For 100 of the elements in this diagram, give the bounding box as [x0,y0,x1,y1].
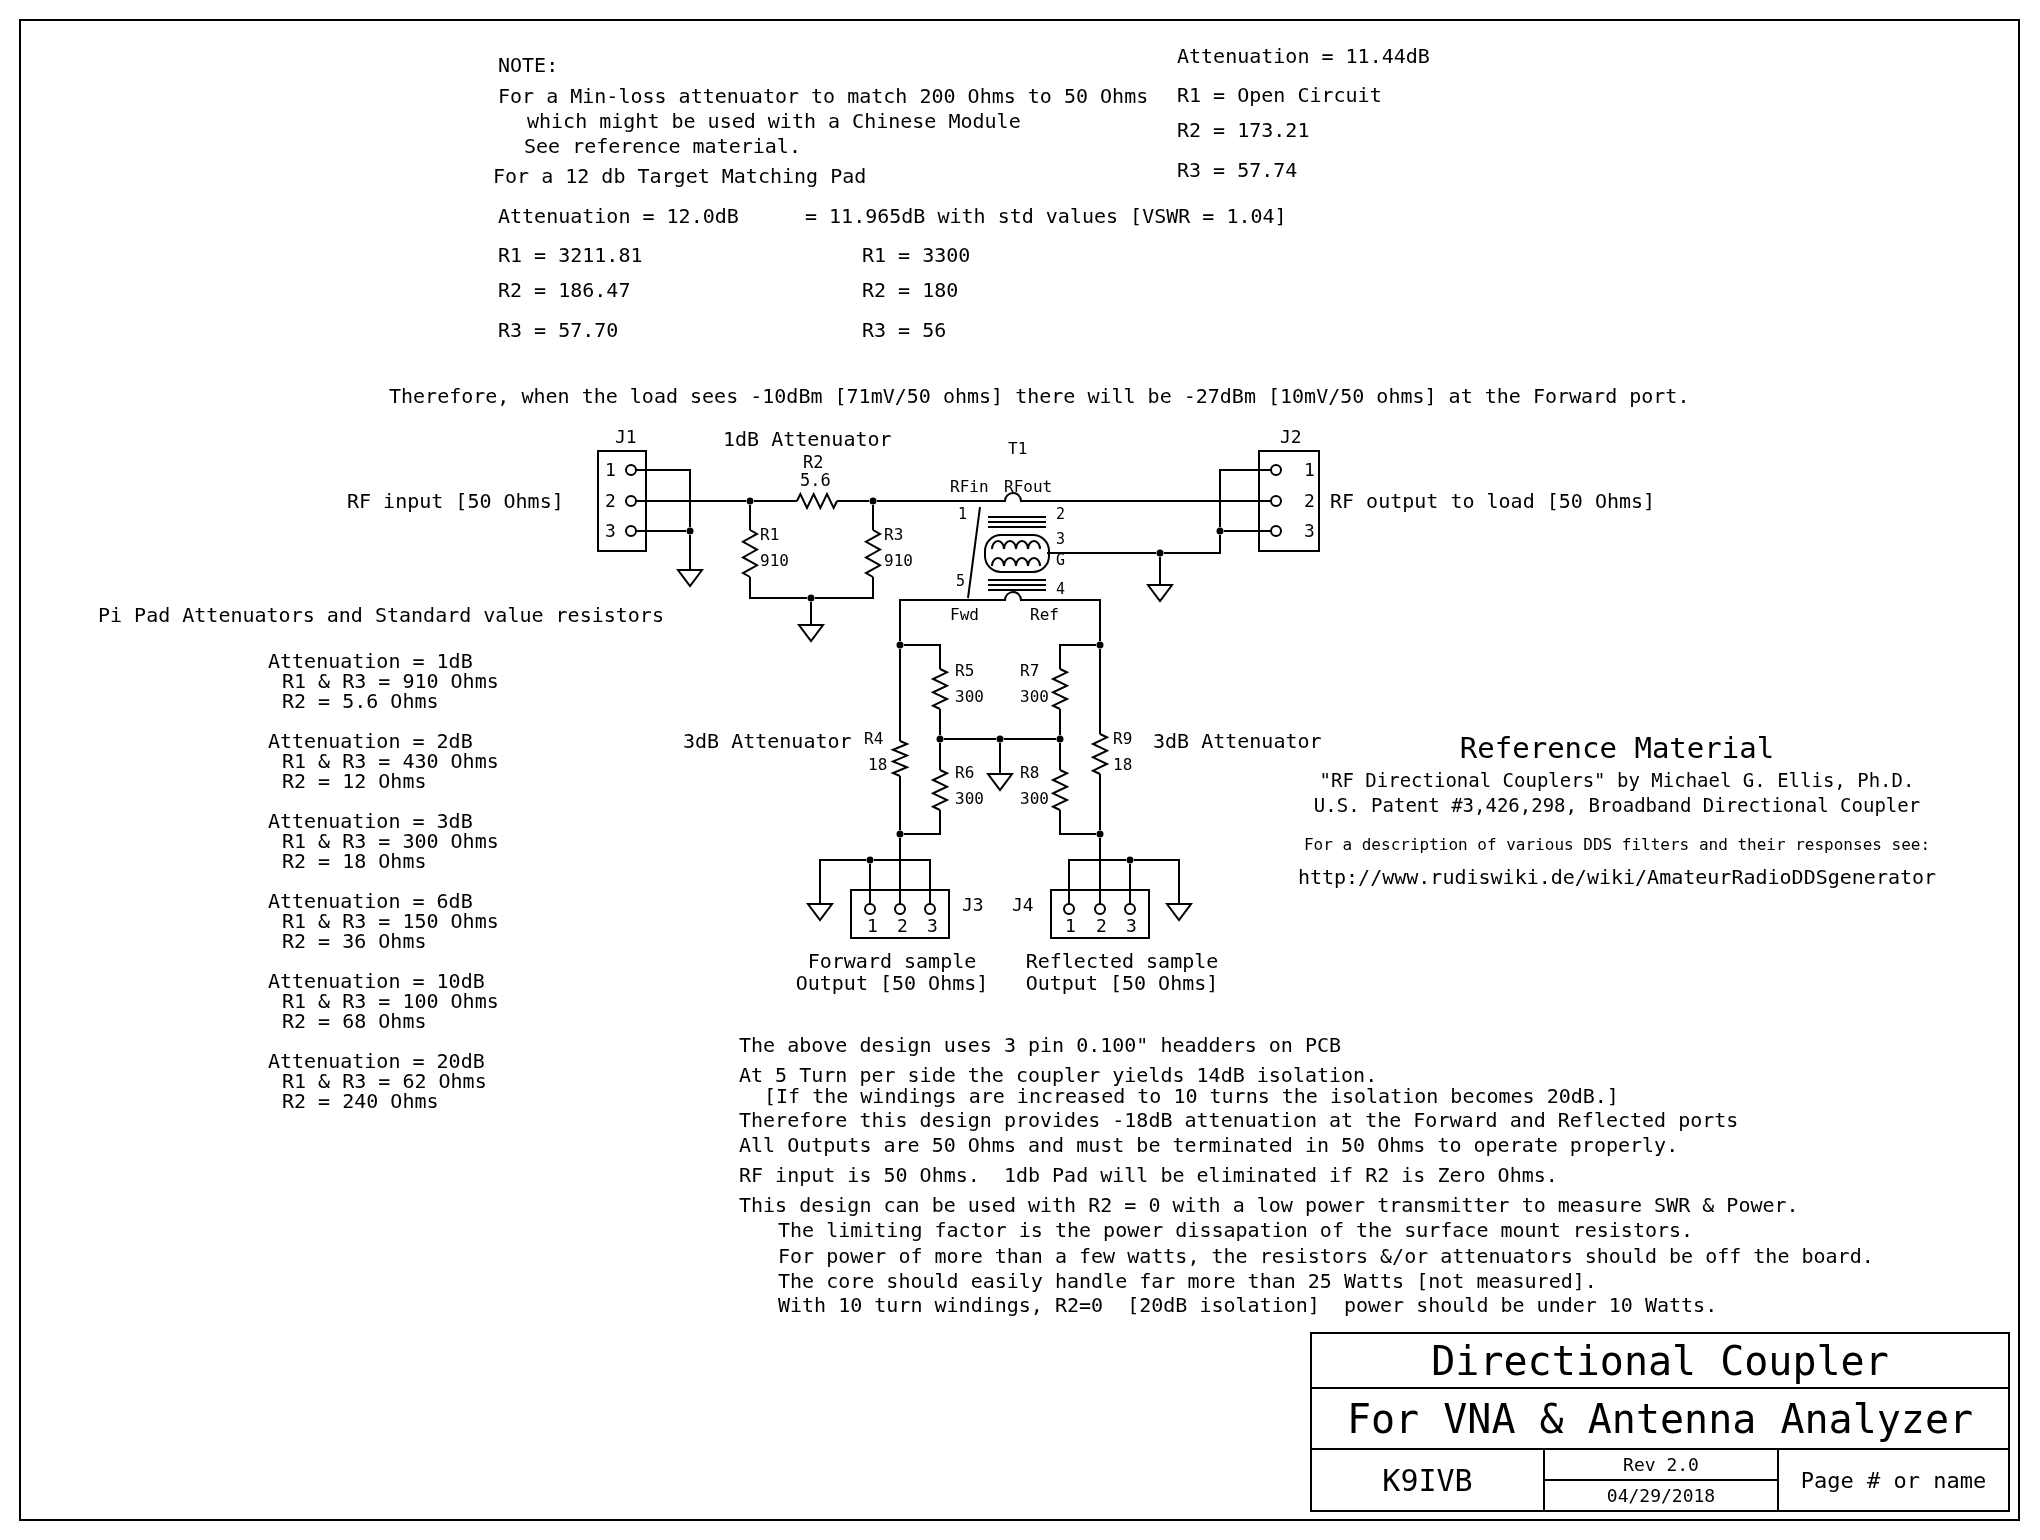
pin-number: Ref [1030,606,1059,624]
pin-number: 2 [605,491,616,511]
component-label: T1 [1008,440,1028,458]
pin-number: 2 [897,916,908,936]
wire [749,576,808,599]
connector-label: J1 [615,427,637,447]
wire [999,742,1001,775]
value-text: R2 = 173.21 [1177,119,1310,141]
note-text: For a Min-loss attenuator to match 200 Ohms to 50 Ohms [498,85,1149,107]
wire [873,859,931,890]
value-text: R3 = 57.70 [498,319,619,341]
junction-dot [1216,527,1224,535]
component-label: R6 [955,764,975,782]
port-label: RF input [50 Ohms] [347,490,564,512]
title-text: For VNA & Antenna Analyzer [1346,1395,1974,1442]
wire [1099,648,1101,735]
resistor-symbol [892,741,908,776]
pin-number: 1 [1065,916,1076,936]
note-text: See reference material. [524,135,801,157]
wire [753,500,798,502]
wire [1219,469,1259,528]
wire [1059,708,1061,736]
ground-symbol [988,774,1012,790]
wire [939,708,941,736]
wire [903,809,941,835]
component-label: R5 [955,662,975,680]
value-text: R2 = 186.47 [498,279,631,301]
value-text: 18 [1113,756,1133,774]
value-text: Attenuation = 3dB [268,810,473,832]
resistor-symbol [865,530,881,577]
component-label: R8 [1020,764,1040,782]
connector-label: J3 [962,895,984,915]
value-text: 18 [868,756,888,774]
value-text: R2 = 68 Ohms [282,1010,427,1032]
wire [814,576,874,599]
note-text: NOTE: [498,54,559,76]
value-text: R2 = 18 Ohms [282,850,427,872]
wire [1099,837,1101,890]
wire [899,837,901,890]
value-text: R2 = 12 Ohms [282,770,427,792]
title-text: K9IVB [1382,1462,1473,1498]
note-text: Therefore this design provides -18dB attenuation at the Forward and Reflected ports [739,1109,1739,1131]
port-label: Reflected sample Output [50 Ohms] [1024,950,1220,994]
value-text: 300 [955,790,984,808]
reference-text: For a description of various DDS filters and their responses see: [1303,836,1931,854]
value-text: Attenuation = 10dB [268,970,485,992]
junction-dot [896,641,904,649]
wire [646,530,687,532]
junction-dot [869,497,877,505]
component-label: R4 [864,730,884,748]
resistor-symbol [797,493,837,509]
value-text: Attenuation = 1dB [268,650,473,672]
junction-dot [746,497,754,505]
wire [749,504,751,531]
note-text: Therefore, when the load sees -10dBm [71mV/50 ohms] there will be -27dBm [10mV/50 ohms] at the Forward port. [389,385,1690,407]
value-text: R2 = 5.6 Ohms [282,690,439,712]
pin-number: 3 [927,916,938,936]
value-text: R3 = 57.74 [1177,159,1298,181]
transformer-symbol [965,490,1054,602]
note-text: This design can be used with R2 = 0 with a low power transmitter to measure SWR & Power. [739,1194,1799,1216]
pin-number: RFout [1004,478,1053,496]
value-text: Attenuation = 6dB [268,890,473,912]
wire [1099,773,1101,831]
value-text: R2 = 240 Ohms [282,1090,439,1112]
heading-text: Pi Pad Attenuators and Standard value resistors [98,604,664,626]
note-text: All Outputs are 50 Ohms and must be terminated in 50 Ohms to operate properly. [739,1134,1679,1156]
wire [1133,859,1180,905]
wire [876,500,966,502]
component-label: R3 [884,526,904,544]
value-text: R3 = 56 [862,319,947,341]
note-text: [If the windings are increased to 10 turns the isolation becomes 20dB.] [764,1085,1619,1107]
pin-number: 2 [1304,491,1315,511]
junction-dot [1096,830,1104,838]
url-text: http://www.rudiswiki.de/wiki/AmateurRadioDDSgenerator [1297,866,1937,888]
pin-number: 2 [1056,506,1066,523]
pin-number: 1 [867,916,878,936]
title-text: Directional Coupler [1431,1337,1889,1384]
wire [1059,644,1097,670]
wire [1059,742,1061,771]
resistor-symbol [742,530,758,577]
resistor-symbol [1052,669,1068,709]
wire [869,863,871,890]
wire [1003,738,1057,740]
junction-dot [1156,549,1164,557]
wire [646,500,747,502]
value-text: = 11.965dB with std values [VSWR = 1.04] [805,205,1287,227]
junction-dot [866,856,874,864]
resistor-symbol [932,669,948,709]
junction-dot [996,735,1004,743]
pin-number: 1 [605,460,616,480]
value-text: R1 & R3 = 150 Ohms [282,910,499,932]
wire [903,644,941,670]
value-text: 300 [1020,790,1049,808]
pin-number: 5 [956,573,966,590]
note-text: With 10 turn windings, R2=0 [20dB isolation] power should be under 10 Watts. [778,1294,1718,1316]
wire [899,775,901,831]
pin-number: 2 [1096,916,1107,936]
junction-dot [1056,735,1064,743]
component-label: R7 [1020,662,1040,680]
reference-text: "RF Directional Couplers" by Michael G. Ellis, Ph.D. [1319,770,1915,791]
